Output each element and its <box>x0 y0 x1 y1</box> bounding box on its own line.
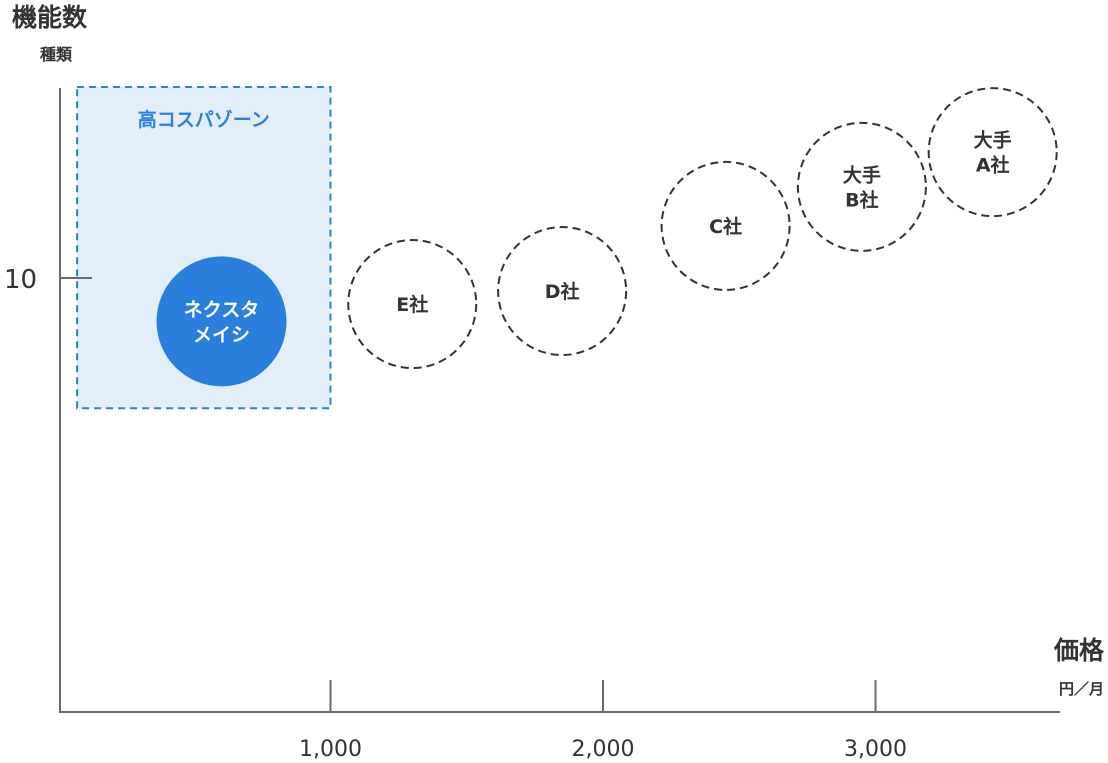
x-tick-label: 3,000 <box>844 737 907 762</box>
company-label: B社 <box>845 188 878 211</box>
company-bubble: E社 <box>347 239 478 370</box>
company-label: D社 <box>545 280 580 303</box>
company-bubble-mark <box>927 87 1058 218</box>
company-label: A社 <box>976 154 1010 177</box>
company-bubble: C社 <box>660 160 791 291</box>
company-bubble-mark <box>156 256 287 387</box>
company-label: 大手 <box>843 163 881 186</box>
company-label: E社 <box>396 293 428 316</box>
x-axis-unit: 円／月 <box>1059 680 1104 698</box>
zone-label: 高コスパゾーン <box>138 108 270 131</box>
x-tick-label: 2,000 <box>572 737 635 762</box>
company-bubble-mark <box>347 239 478 370</box>
x-axis-title: 価格 <box>1053 636 1105 665</box>
company-bubble-mark <box>660 160 791 291</box>
x-tick-label: 1,000 <box>299 737 362 762</box>
company-bubble-mark <box>796 121 927 252</box>
y-axis-title: 機能数 <box>12 3 88 32</box>
y-tick-label: 10 <box>4 265 37 295</box>
company-bubble: D社 <box>497 226 628 357</box>
company-label: メイシ <box>193 324 250 346</box>
company-label: C社 <box>709 215 742 238</box>
company-label: ネクスタ <box>184 299 259 321</box>
company-label: 大手 <box>974 129 1012 152</box>
company-bubble-mark <box>497 226 628 357</box>
y-axis-unit: 種類 <box>40 45 73 64</box>
